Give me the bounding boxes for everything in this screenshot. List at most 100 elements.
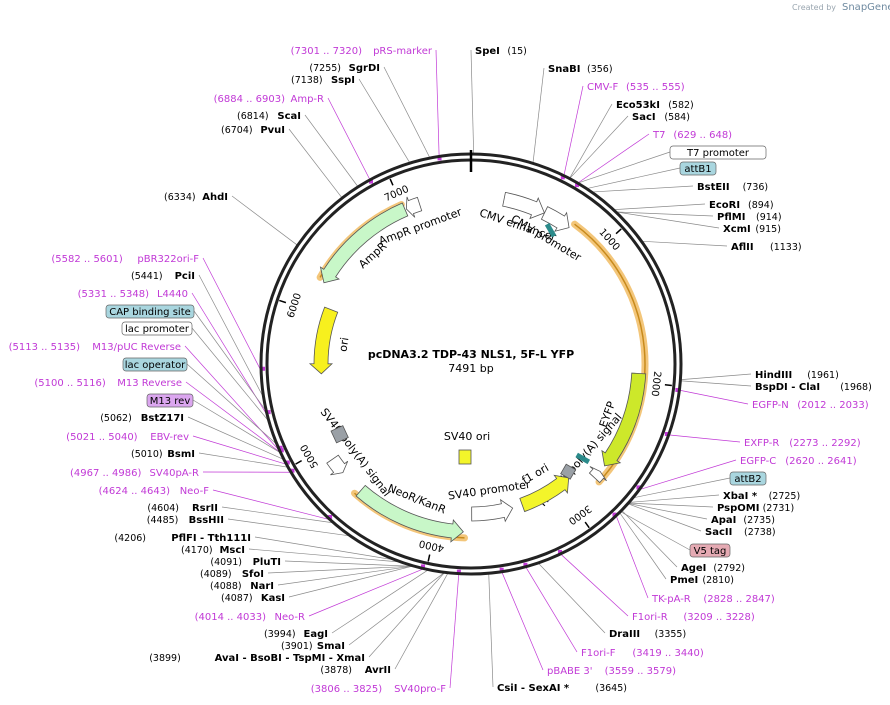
- enzyme-site[interactable]: ScaI(6814): [237, 111, 301, 122]
- enzyme-site[interactable]: XbaI *(2725): [723, 491, 800, 502]
- feature-tag-attb1[interactable]: attB1: [679, 161, 717, 176]
- enzyme-site[interactable]: SfoI(4089): [200, 569, 264, 580]
- primer-site[interactable]: F1ori-R(3209 .. 3228): [632, 612, 755, 623]
- label-leader-lines: [184, 49, 752, 689]
- primer-range: (5021 .. 5040): [66, 432, 138, 443]
- feature-tag-cap-binding-site[interactable]: CAP binding site: [105, 304, 195, 319]
- primer-site[interactable]: TK-pA-R(2828 .. 2847): [651, 594, 775, 605]
- enzyme-site[interactable]: PflFI - Tth111I(4206): [114, 533, 251, 544]
- enzyme-site[interactable]: BspDI - ClaI(1968): [755, 382, 872, 393]
- feature-arrow-sv40-promoter[interactable]: [471, 498, 514, 523]
- primer-site[interactable]: EBV-rev(5021 .. 5040): [66, 432, 189, 443]
- feature-arrow-ori[interactable]: [308, 306, 339, 375]
- primer-site[interactable]: CMV-F(535 .. 555): [587, 82, 685, 93]
- enzyme-name: SacII: [705, 527, 732, 538]
- primer-site[interactable]: EXFP-R(2273 .. 2292): [744, 438, 861, 449]
- primer-name: F1ori-R: [632, 612, 668, 623]
- primer-site[interactable]: Amp-R(6884 .. 6903): [214, 94, 324, 105]
- enzyme-site[interactable]: AflII(1133): [731, 242, 802, 253]
- primer-site[interactable]: pRS-marker(7301 .. 7320): [291, 46, 433, 57]
- primer-site[interactable]: pBABE 3'(3559 .. 3579): [547, 666, 676, 677]
- primer-site[interactable]: SV40pro-F(3806 .. 3825): [311, 684, 446, 695]
- feature-tag-v5-tag[interactable]: V5 tag: [689, 543, 731, 558]
- enzyme-site[interactable]: DraIII(3355): [609, 629, 686, 640]
- attb2-marker[interactable]: [575, 452, 591, 465]
- snapgene-logo[interactable]: SnapGene: [842, 2, 890, 13]
- feature-arrow-hsv-tk-poly-a-signal[interactable]: [588, 466, 607, 484]
- enzyme-site[interactable]: SspI(7138): [291, 75, 355, 86]
- feature-arrow-ampr[interactable]: [319, 202, 409, 284]
- enzyme-position: (3899): [149, 653, 181, 664]
- enzyme-site[interactable]: MscI(4170): [181, 545, 245, 556]
- feature-tag-lac-operator[interactable]: lac operator: [122, 357, 188, 372]
- sv40-ori-box[interactable]: [458, 449, 472, 465]
- enzyme-position: (4087): [221, 593, 253, 604]
- enzyme-site[interactable]: SnaBI(356): [548, 64, 613, 75]
- feature-arrow-cmv-enhancer[interactable]: [502, 191, 545, 220]
- enzyme-site[interactable]: AhdI(6334): [164, 192, 228, 203]
- enzyme-site[interactable]: PciI(5441): [131, 271, 195, 282]
- enzyme-site[interactable]: BstZ17I(5062): [100, 413, 184, 424]
- primer-site[interactable]: Neo-F(4624 .. 4643): [99, 486, 210, 497]
- feature-tag-attb2[interactable]: attB2: [729, 471, 767, 486]
- feature-arrow-neor-kanr[interactable]: [355, 484, 464, 543]
- enzyme-site[interactable]: SacI(584): [632, 112, 690, 123]
- primer-leader: [525, 567, 578, 653]
- v5-tag-marker[interactable]: [560, 463, 577, 480]
- feature-tag-lac-promoter[interactable]: lac promoter: [121, 321, 193, 336]
- enzyme-site[interactable]: PflMI(914): [717, 212, 782, 223]
- primer-mark: [575, 183, 580, 188]
- enzyme-site[interactable]: SgrDI(7255): [309, 63, 380, 74]
- primer-site[interactable]: EGFP-C(2620 .. 2641): [740, 456, 857, 467]
- feature-arrow-ampr-promoter[interactable]: [405, 196, 423, 218]
- enzyme-site[interactable]: ApaI(2735): [711, 515, 775, 526]
- primer-site[interactable]: pBR322ori-F(5582 .. 5601): [51, 254, 199, 265]
- lac-operator-marker[interactable]: [330, 425, 349, 444]
- enzyme-site[interactable]: PvuI(6704): [221, 125, 285, 136]
- feature-arrow-eyfp[interactable]: [601, 372, 647, 467]
- enzyme-site[interactable]: SmaI(3901): [281, 641, 345, 652]
- enzyme-site[interactable]: PspOMI(2731): [717, 503, 794, 514]
- enzyme-site[interactable]: RsrII(4604): [147, 503, 218, 514]
- enzyme-site[interactable]: BssHII(4485): [147, 515, 224, 526]
- enzyme-site[interactable]: AgeI(2792): [681, 563, 745, 574]
- primer-site[interactable]: F1ori-F(3419 .. 3440): [581, 648, 704, 659]
- primer-site[interactable]: SV40pA-R(4967 .. 4986): [70, 468, 199, 479]
- primer-site[interactable]: Neo-R(4014 .. 4033): [195, 612, 305, 623]
- primer-name: Amp-R: [291, 94, 325, 105]
- enzyme-site[interactable]: EcoRI(894): [709, 200, 774, 211]
- enzyme-name: EagI: [304, 629, 328, 640]
- enzyme-site[interactable]: BstEII(736): [697, 182, 768, 193]
- feature-arrow-sv40-poly-a-signal[interactable]: [326, 454, 349, 476]
- enzyme-site[interactable]: PmeI(2810): [670, 575, 734, 586]
- feature-arrow-cmv-promoter[interactable]: [540, 206, 570, 232]
- enzyme-site[interactable]: SpeI(15): [475, 46, 527, 57]
- feature-arrow-f1-ori[interactable]: [519, 474, 570, 513]
- primer-site[interactable]: L4440(5331 .. 5348): [78, 289, 188, 300]
- enzyme-site[interactable]: PluTI(4091): [210, 557, 281, 568]
- enzyme-site[interactable]: XcmI(915): [723, 224, 781, 235]
- enzyme-site[interactable]: AvrII(3878): [320, 665, 391, 676]
- enzyme-site[interactable]: CsiI - SexAI *(3645): [497, 683, 627, 694]
- primer-site[interactable]: M13/pUC Reverse(5113 .. 5135): [9, 342, 181, 353]
- enzyme-site[interactable]: AvaI - BsoBI - TspMI - XmaI(3899): [149, 653, 365, 664]
- enzyme-site[interactable]: BsmI(5010): [131, 449, 195, 460]
- feature-tag-m13-rev[interactable]: M13 rev: [146, 393, 194, 408]
- enzyme-site[interactable]: EagI(3994): [264, 629, 328, 640]
- primer-mark: [279, 448, 284, 453]
- primer-mark: [560, 175, 565, 180]
- enzyme-name: XcmI: [723, 224, 751, 235]
- primer-site[interactable]: EGFP-N(2012 .. 2033): [752, 400, 869, 411]
- primer-site[interactable]: T7(629 .. 648): [652, 130, 732, 141]
- enzyme-name: ScaI: [277, 111, 301, 122]
- enzyme-site[interactable]: KasI(4087): [221, 593, 285, 604]
- enzyme-site[interactable]: SacII(2738): [705, 527, 776, 538]
- primer-site[interactable]: M13 Reverse(5100 .. 5116): [34, 378, 182, 389]
- attb1-marker[interactable]: [544, 222, 557, 238]
- enzyme-site[interactable]: HindIII(1961): [755, 370, 839, 381]
- enzyme-site[interactable]: Eco53kI(582): [616, 100, 694, 111]
- feature-tag-t7-promoter[interactable]: T7 promoter: [669, 145, 767, 160]
- tag-label: T7 promoter: [686, 148, 750, 159]
- enzyme-position: (2792): [713, 563, 745, 574]
- enzyme-site[interactable]: NarI(4088): [210, 581, 274, 592]
